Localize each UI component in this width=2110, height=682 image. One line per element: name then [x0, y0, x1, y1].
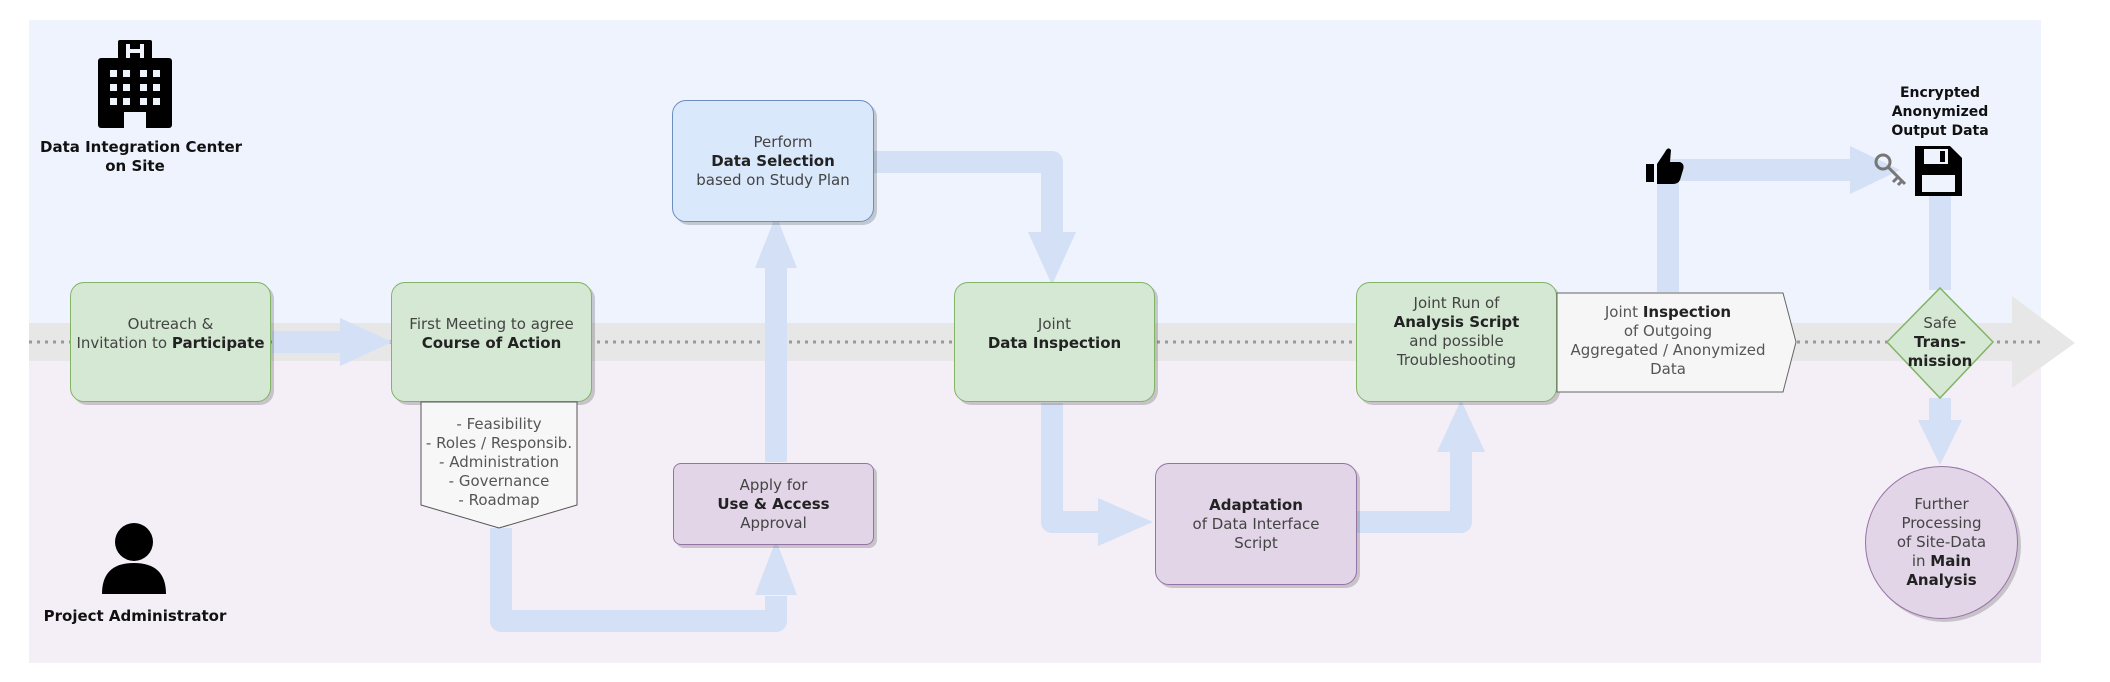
meeting-line2: Course of Action — [421, 334, 562, 352]
arrow-adaptation-jointrun — [1357, 446, 1472, 533]
outgoing-line4: Data — [1650, 360, 1686, 378]
outgoing-line3: Aggregated / Anonymized — [1570, 341, 1766, 359]
outreach-line1: Outreach & — [127, 315, 214, 333]
step-data-selection[interactable]: Perform Data Selection based on Study Pl… — [672, 100, 874, 222]
arrowhead-jointrun — [1437, 400, 1485, 452]
step-adaptation[interactable]: Adaptation of Data Interface Script — [1155, 463, 1357, 585]
arrowhead-selection — [755, 215, 797, 268]
inspection-line2: Data Inspection — [987, 334, 1122, 352]
arrow-selection-inspection — [873, 151, 1063, 238]
meeting-topics: - Feasibility - Roles / Responsib. - Adm… — [421, 415, 577, 510]
outgoing-line1: Joint Inspection — [1557, 303, 1779, 322]
admin-label-text: Project Administrator — [43, 607, 227, 625]
further-line2: Processing — [1901, 514, 1982, 532]
output-line1: Encrypted — [1899, 85, 1981, 101]
arrowhead-meeting — [340, 318, 392, 366]
output-line2: Anonymized — [1891, 104, 1989, 120]
topic-item: - Governance — [448, 472, 550, 490]
further-line4-bold: Main — [1930, 552, 1972, 570]
topic-item: - Administration — [439, 453, 559, 471]
admin-label: Project Administrator — [40, 607, 230, 626]
arrow-topics-apply — [490, 528, 787, 632]
outgoing-line1-text: Joint — [1604, 303, 1643, 321]
arrow-approval-output — [1657, 159, 1860, 292]
transmission-line3: mission — [1907, 352, 1973, 370]
arrowhead-further — [1918, 420, 1962, 465]
site-label-line2: on Site — [105, 157, 165, 175]
step-first-meeting[interactable]: First Meeting to agree Course of Action — [391, 282, 592, 402]
further-line5: Analysis — [1906, 571, 1977, 589]
apply-line3: Approval — [740, 513, 807, 532]
apply-line1: Apply for — [739, 475, 808, 494]
selection-line1: Perform — [753, 132, 813, 151]
step-joint-run[interactable]: Joint Run of Analysis Script and possibl… — [1356, 282, 1557, 402]
outreach-line2-bold: Participate — [171, 334, 265, 352]
adaptation-line1: Adaptation — [1209, 495, 1303, 514]
step-outreach[interactable]: Outreach & Invitation to Participate — [70, 282, 271, 402]
outreach-line2-text: Invitation to — [76, 334, 172, 352]
selection-line3: based on Study Plan — [696, 170, 850, 189]
further-line4-text: in — [1911, 552, 1931, 570]
adaptation-line2: of Data Interface — [1192, 514, 1320, 533]
topic-item: - Roles / Responsib. — [425, 434, 573, 452]
step-data-inspection[interactable]: Joint Data Inspection — [954, 282, 1155, 402]
jointrun-line3: and possible — [1409, 332, 1504, 350]
topic-item: - Roadmap — [458, 491, 540, 509]
outgoing-line1-bold: Inspection — [1642, 303, 1732, 321]
arrowhead-inspection — [1028, 232, 1076, 285]
further-line4: in Main — [1912, 552, 1971, 571]
arrowhead-adaptation — [1098, 498, 1153, 546]
site-label: Data Integration Center on Site — [40, 138, 243, 176]
arrowhead-apply — [755, 540, 797, 595]
step-further-processing[interactable]: Further Processing of Site-Data in Main … — [1865, 466, 2018, 619]
meeting-line1: First Meeting to agree — [409, 315, 574, 333]
outreach-line2: Invitation to Participate — [76, 334, 264, 353]
jointrun-line2: Analysis Script — [1393, 313, 1520, 331]
adaptation-line3: Script — [1234, 533, 1278, 552]
outgoing-line2: of Outgoing — [1623, 322, 1713, 340]
jointrun-line4: Troubleshooting — [1396, 351, 1517, 369]
step-apply[interactable]: Apply for Use & Access Approval — [673, 463, 874, 545]
output-label: Encrypted Anonymized Output Data — [1880, 84, 2000, 141]
arrowhead-output — [1850, 146, 1900, 194]
jointrun-line1: Joint Run of — [1413, 294, 1500, 312]
further-line3: of Site-Data — [1896, 533, 1987, 551]
inspection-line1: Joint — [1037, 315, 1072, 333]
arrow-inspection-adaptation — [1041, 403, 1110, 533]
apply-line2: Use & Access — [717, 494, 830, 513]
step-outgoing-inspection[interactable]: Joint Inspection of Outgoing Aggregated … — [1557, 303, 1779, 379]
output-line3: Output Data — [1891, 123, 1989, 139]
transmission-line1: Safe — [1923, 314, 1957, 332]
further-line1: Further — [1914, 495, 1969, 513]
selection-line2: Data Selection — [711, 151, 835, 170]
step-safe-transmission[interactable]: Safe Trans- mission — [1890, 314, 1990, 371]
site-label-line1: Data Integration Center — [40, 138, 243, 156]
transmission-line2: Trans- — [1914, 333, 1966, 351]
topic-item: - Feasibility — [456, 415, 542, 433]
